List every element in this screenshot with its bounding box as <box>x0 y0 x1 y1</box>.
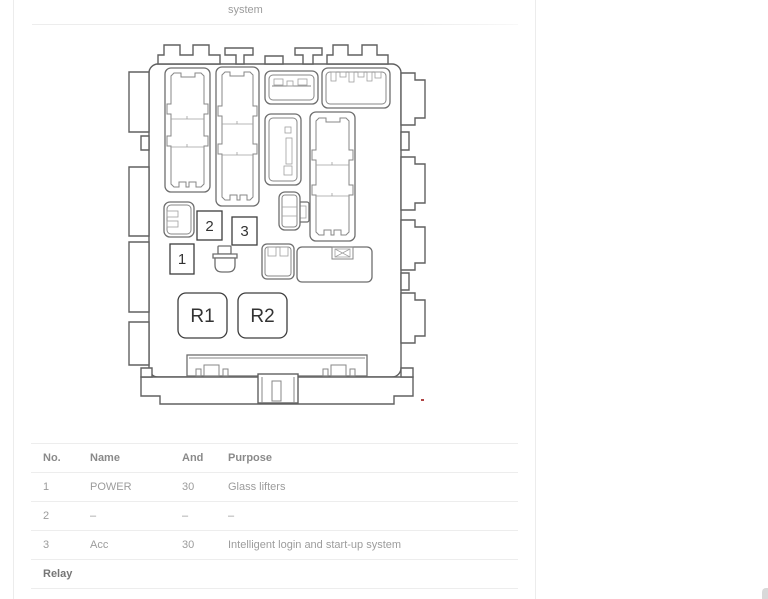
module-h <box>163 201 195 238</box>
fuse-table: No. Name And Purpose 1 POWER 30 Glass li… <box>31 443 518 589</box>
fuse-3-label: 3 <box>240 223 248 240</box>
fuse-1-label: 1 <box>178 251 186 268</box>
red-marker <box>421 399 424 401</box>
connector-k <box>261 243 295 280</box>
connector-d <box>321 67 391 109</box>
header-and: And <box>182 452 204 464</box>
content-left-border <box>13 0 14 599</box>
relay-r2-label: R2 <box>250 306 274 327</box>
bulb-socket <box>212 245 238 273</box>
header-name: Name <box>90 452 120 464</box>
table-row: 2 – – – <box>31 502 518 531</box>
fuse-block-g <box>309 111 356 242</box>
plug-f <box>278 191 310 231</box>
bowtie-box <box>296 246 373 283</box>
fuse-1-box: 1 <box>169 243 195 275</box>
relay-section-row: Relay <box>31 560 518 589</box>
bottom-terminal-strip <box>186 354 368 377</box>
connector-c <box>264 70 319 105</box>
housing-right-tabs <box>400 72 426 344</box>
relay-r1-label: R1 <box>190 306 214 327</box>
relay-r1-box: R1 <box>177 292 228 339</box>
fuse-box-diagram: 2 3 1 <box>128 44 426 405</box>
bottom-center-connector <box>257 373 299 404</box>
table-row: 1 POWER 30 Glass lifters <box>31 473 518 502</box>
table-header-row: No. Name And Purpose <box>31 444 518 473</box>
previous-table-bottom-border <box>32 24 518 25</box>
fuse-3-box: 3 <box>231 216 258 246</box>
table-row: 3 Acc 30 Intelligent login and start-up … <box>31 531 518 560</box>
header-no: No. <box>43 452 61 464</box>
housing-left-tabs <box>128 71 150 366</box>
previous-row-trailing-text: system <box>228 4 263 16</box>
header-purpose: Purpose <box>228 452 273 464</box>
scrollbar-corner <box>762 588 768 599</box>
relay-r2-box: R2 <box>237 292 288 339</box>
fuse-block-b <box>215 66 260 207</box>
module-e <box>264 113 302 186</box>
fuse-2-label: 2 <box>205 218 213 235</box>
fuse-2-box: 2 <box>196 210 223 241</box>
content-right-border <box>535 0 536 599</box>
housing-top-tabs <box>157 44 389 65</box>
fuse-block-a <box>164 67 211 193</box>
